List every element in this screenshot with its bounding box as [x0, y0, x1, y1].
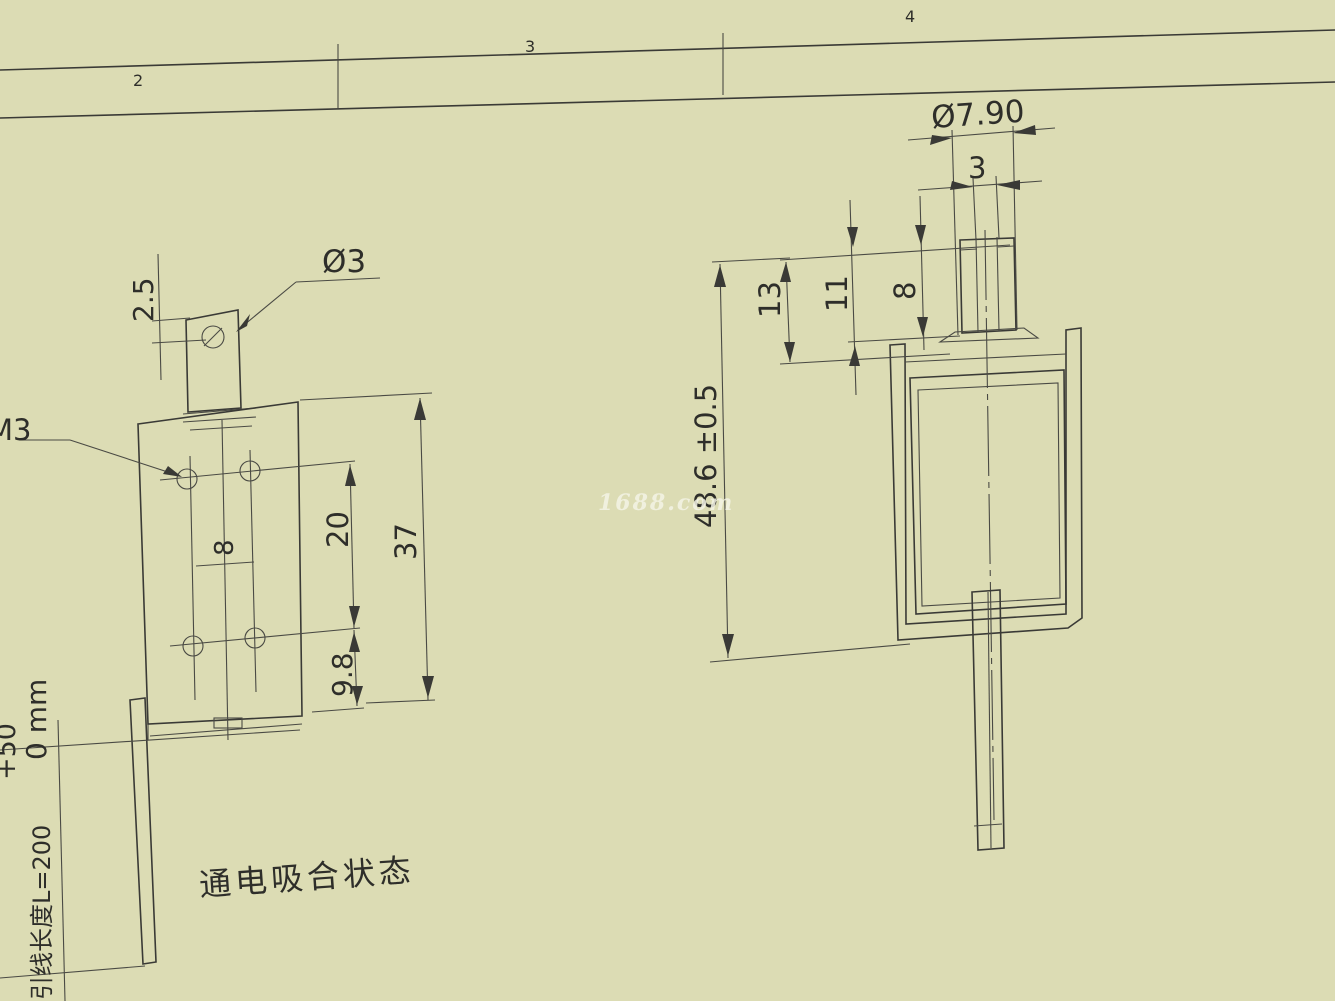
thread-label: M3	[0, 413, 31, 447]
mount-hole	[182, 635, 204, 657]
dim-top-tab: 2.5	[127, 277, 160, 322]
lead-wire	[971, 589, 1005, 851]
dim-11: 11	[820, 275, 854, 312]
mounting-tab	[185, 309, 242, 413]
total-height-label: 48.6 ±0.5	[689, 384, 723, 528]
right-view: Ø7.90 3 13 11 8 48.6 ±0.5	[689, 94, 1083, 851]
slot-width-label: 3	[968, 151, 986, 185]
plunger-dia-label: Ø7.90	[930, 94, 1026, 136]
lead-tolerance-label: +50	[0, 723, 22, 780]
dim-spacing-v: 20	[321, 511, 355, 548]
left-view: Ø3 2.5 M3 8 20 9.8 37 +50 0 mm	[0, 244, 436, 1001]
dim-bottom: 9.8	[326, 652, 359, 697]
lead-zero-label: 0 mm	[20, 679, 53, 760]
dim-spacing-h: 8	[210, 539, 240, 556]
dim-8: 8	[888, 282, 922, 300]
zone-label-3: 3	[525, 37, 535, 56]
dim-13: 13	[753, 281, 787, 318]
drawing-caption: 通电吸合状态	[198, 851, 416, 904]
zone-label-4: 4	[905, 7, 915, 26]
solenoid-body	[137, 401, 303, 725]
lead-wire	[129, 697, 157, 965]
dim-height: 37	[389, 523, 423, 560]
tab-hole	[201, 325, 225, 349]
border-band: 2 3 4	[0, 7, 1335, 119]
mount-hole	[176, 468, 198, 490]
lead-length-label: 引线长度L=200	[28, 825, 56, 1000]
coil-bobbin	[909, 369, 1067, 615]
plunger	[959, 237, 1017, 334]
watermark: 1688.com	[598, 490, 734, 516]
coil-frame	[889, 327, 1083, 641]
hole-dia-label: Ø3	[322, 244, 366, 280]
zone-label-2: 2	[133, 71, 143, 90]
